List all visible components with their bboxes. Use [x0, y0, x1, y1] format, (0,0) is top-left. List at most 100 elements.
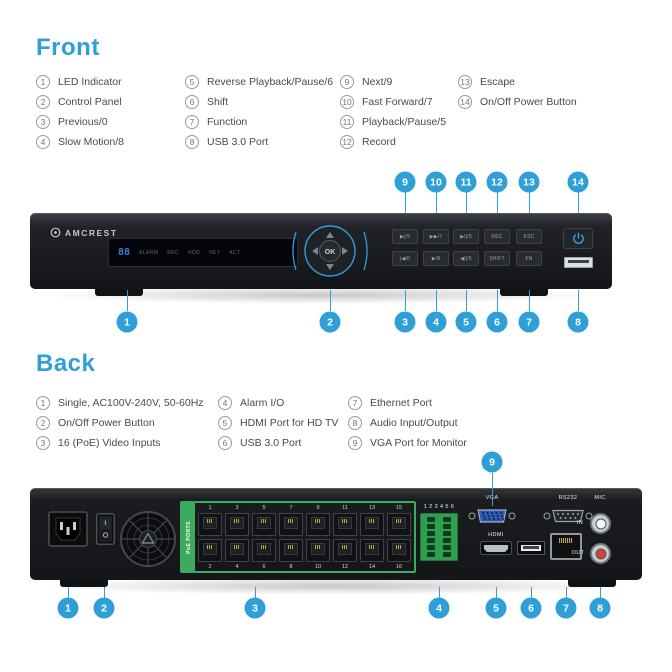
dpad-up-arrow-icon[interactable]: [326, 232, 334, 238]
audio-out-rca[interactable]: [590, 543, 611, 564]
legend-number-badge: 12: [340, 135, 354, 149]
poe-ports-tab: PoE PORTS: [182, 503, 195, 571]
legend-label: 16 (PoE) Video Inputs: [58, 437, 161, 449]
callout-13: 13: [518, 171, 540, 193]
poe-port[interactable]: [252, 513, 276, 536]
callout-1-back: 1: [57, 597, 79, 619]
poe-port[interactable]: [279, 539, 303, 562]
previous-button[interactable]: |◀/0: [392, 251, 418, 266]
brand-name: AMCREST: [65, 227, 118, 238]
port-number: 12: [341, 564, 349, 570]
callout-line: [436, 290, 437, 311]
callout-line: [497, 290, 498, 311]
legend-label: Control Panel: [58, 96, 122, 108]
poe-port[interactable]: [225, 539, 249, 562]
rs232-port[interactable]: [543, 506, 593, 526]
callout-8: 8: [567, 311, 589, 333]
fast-forward-button[interactable]: ▶▶/7: [423, 229, 449, 244]
callout-3: 3: [394, 311, 416, 333]
record-button[interactable]: REC: [484, 229, 510, 244]
poe-port[interactable]: [333, 539, 357, 562]
poe-port[interactable]: [360, 539, 384, 562]
poe-port[interactable]: [198, 513, 222, 536]
poe-port-row-bottom: [198, 539, 411, 562]
ethernet-port[interactable]: [550, 533, 582, 560]
port-number: 2: [208, 564, 212, 570]
port-number: 8: [289, 564, 293, 570]
callout-line: [405, 290, 406, 311]
callout-4: 4: [425, 311, 447, 333]
legend-label: Reverse Playback/Pause/6: [207, 76, 334, 88]
poe-port[interactable]: [198, 539, 222, 562]
callout-line: [255, 587, 256, 598]
power-button[interactable]: [563, 228, 593, 249]
callout-4-back: 4: [428, 597, 450, 619]
poe-port[interactable]: [306, 513, 330, 536]
callout-line: [127, 290, 128, 311]
reverse-play-button[interactable]: ◀||/6: [453, 251, 479, 266]
poe-port[interactable]: [225, 513, 249, 536]
callout-line: [466, 290, 467, 311]
slow-motion-button[interactable]: ▶/8: [423, 251, 449, 266]
legend-label: LED Indicator: [58, 76, 122, 88]
dpad-down-arrow-icon[interactable]: [326, 264, 334, 270]
ok-button[interactable]: [319, 240, 341, 262]
led-display-panel: 88 ALARM REC HDD NET ACT: [108, 238, 298, 267]
legend-label: USB 3.0 Port: [207, 136, 269, 148]
poe-port[interactable]: [387, 539, 411, 562]
poe-port[interactable]: [387, 513, 411, 536]
callout-9-back: 9: [481, 451, 503, 473]
hdmi-port[interactable]: [480, 541, 512, 555]
power-switch[interactable]: [96, 513, 115, 545]
vga-port[interactable]: [468, 506, 516, 526]
poe-port[interactable]: [360, 513, 384, 536]
next-button[interactable]: ▶|/9: [392, 229, 418, 244]
callout-10: 10: [425, 171, 447, 193]
poe-port[interactable]: [306, 539, 330, 562]
escape-button[interactable]: ESC: [516, 229, 542, 244]
legend-label: Previous/0: [58, 116, 108, 128]
back-device-shadow: [40, 577, 630, 595]
front-device-shadow: [40, 286, 600, 304]
port-number: 11: [342, 505, 348, 511]
audio-in-rca[interactable]: [590, 513, 611, 534]
control-pad[interactable]: OK: [288, 220, 372, 282]
alarm-io-terminal: [420, 513, 458, 561]
usb-port-front[interactable]: [564, 257, 593, 268]
usb-port-back[interactable]: [517, 541, 545, 555]
amcrest-logo-icon: [50, 227, 61, 238]
poe-port[interactable]: [333, 513, 357, 536]
poe-port[interactable]: [252, 539, 276, 562]
legend-number-badge: 7: [185, 115, 199, 129]
callout-8-back: 8: [589, 597, 611, 619]
pad-accent-arc-left: [292, 231, 297, 271]
callout-6: 6: [486, 311, 508, 333]
legend-number-badge: 13: [458, 75, 472, 89]
dpad-left-arrow-icon[interactable]: [312, 247, 318, 255]
callout-5-back: 5: [485, 597, 507, 619]
dpad-right-arrow-icon[interactable]: [342, 247, 348, 255]
callout-1: 1: [116, 311, 138, 333]
front-title: Front: [36, 34, 100, 61]
legend-label: Single, AC100V-240V, 50-60Hz: [58, 397, 204, 409]
callout-line: [600, 587, 601, 598]
brand-logo: AMCREST: [50, 227, 118, 238]
callout-line: [529, 192, 530, 213]
poe-port-row-top: [198, 513, 411, 536]
callout-line: [492, 473, 493, 506]
shift-button[interactable]: SHIFT: [484, 251, 510, 266]
legend-label: Function: [207, 116, 248, 128]
play-pause-button[interactable]: ▶||/5: [453, 229, 479, 244]
function-button[interactable]: FN: [516, 251, 542, 266]
port-number: 4: [235, 564, 239, 570]
poe-port[interactable]: [279, 513, 303, 536]
